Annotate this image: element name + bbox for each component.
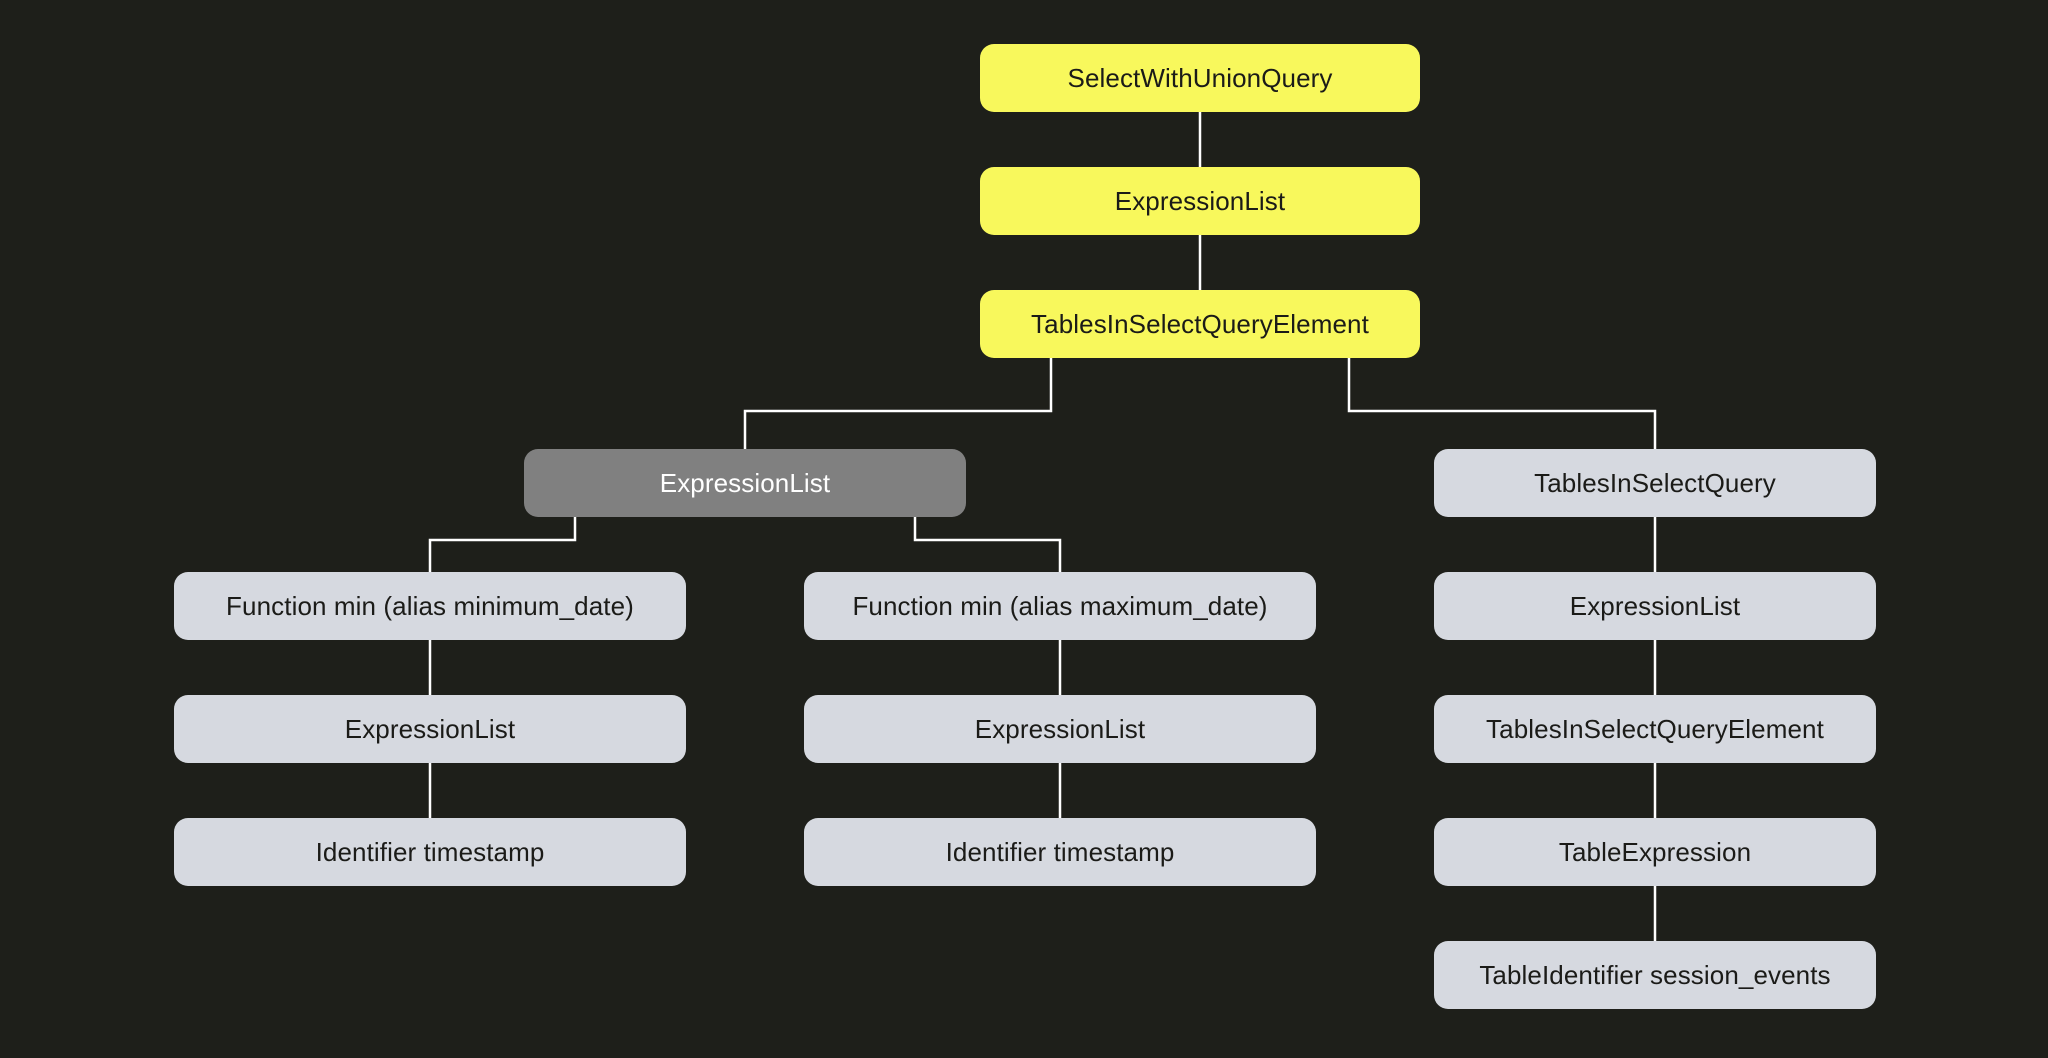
tree-edge-n3-n8 [913, 517, 1062, 572]
tree-node-n0[interactable]: SelectWithUnionQuery [980, 44, 1420, 112]
tree-node-label: TablesInSelectQueryElement [1486, 714, 1824, 744]
tree-node-label: Identifier timestamp [945, 837, 1175, 867]
tree-node-n8[interactable]: Function min (alias maximum_date) [804, 572, 1316, 640]
tree-node-label: TableIdentifier session_events [1479, 960, 1831, 990]
tree-node-n7[interactable]: Identifier timestamp [174, 818, 686, 886]
tree-node-label: TablesInSelectQueryElement [1031, 309, 1369, 339]
tree-node-n13[interactable]: TableExpression [1434, 818, 1876, 886]
tree-node-n14[interactable]: TableIdentifier session_events [1434, 941, 1876, 1009]
tree-node-n4[interactable]: TablesInSelectQuery [1434, 449, 1876, 517]
tree-edge-n2-n4 [1347, 358, 1657, 449]
tree-node-n1[interactable]: ExpressionList [980, 167, 1420, 235]
tree-node-n3[interactable]: ExpressionList [524, 449, 966, 517]
tree-node-label: SelectWithUnionQuery [1067, 63, 1333, 93]
tree-edge-n3-n5 [428, 517, 577, 572]
tree-node-n10[interactable]: Identifier timestamp [804, 818, 1316, 886]
tree-node-label: ExpressionList [1114, 186, 1286, 216]
tree-node-label: ExpressionList [344, 714, 516, 744]
tree-node-label: TableExpression [1558, 837, 1752, 867]
tree-node-n11[interactable]: ExpressionList [1434, 572, 1876, 640]
tree-edge-n2-n3 [743, 358, 1053, 449]
tree-node-label: Identifier timestamp [315, 837, 545, 867]
tree-node-n2[interactable]: TablesInSelectQueryElement [980, 290, 1420, 358]
tree-node-n5[interactable]: Function min (alias minimum_date) [174, 572, 686, 640]
tree-node-label: ExpressionList [974, 714, 1146, 744]
tree-node-label: Function min (alias maximum_date) [852, 591, 1268, 621]
tree-node-n12[interactable]: TablesInSelectQueryElement [1434, 695, 1876, 763]
tree-node-label: TablesInSelectQuery [1534, 468, 1776, 498]
tree-node-label: ExpressionList [1569, 591, 1741, 621]
tree-node-n9[interactable]: ExpressionList [804, 695, 1316, 763]
tree-node-label: ExpressionList [659, 468, 831, 498]
tree-node-label: Function min (alias minimum_date) [226, 591, 634, 621]
tree-node-n6[interactable]: ExpressionList [174, 695, 686, 763]
